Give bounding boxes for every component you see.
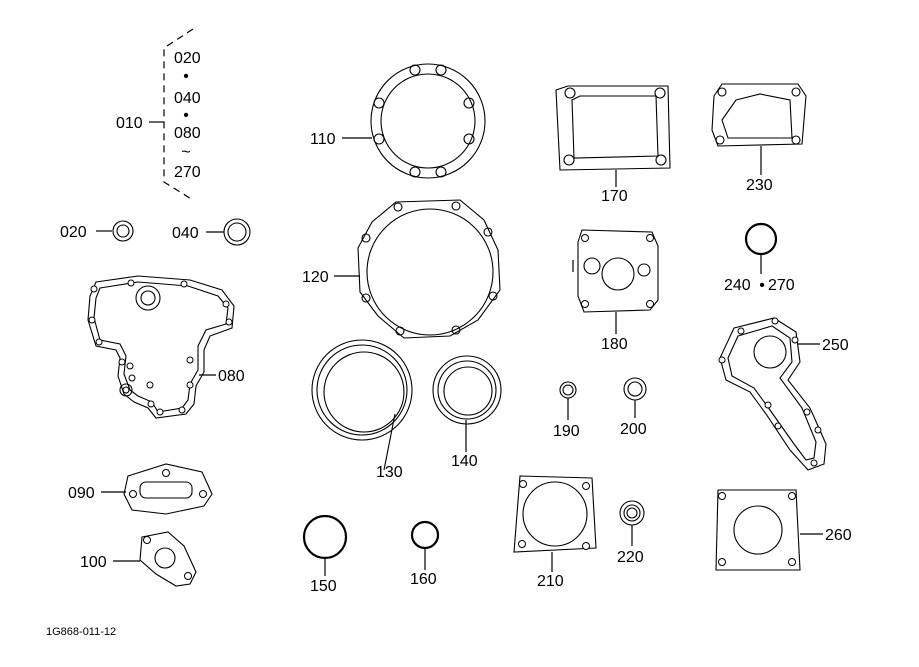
part-210-gasket: 210 [513,475,597,590]
part-110-round-gasket: 110 [310,63,486,179]
part-020-ring: 020 [60,220,134,242]
part-150-o-ring: 150 [302,514,348,595]
label-170: 170 [601,188,628,205]
label-190: 190 [553,423,580,440]
part-100-gasket: 100 [80,531,197,587]
label-010: 010 [116,115,143,132]
group-item-040: 040 [174,90,201,107]
label-250: 250 [822,337,849,354]
part-090-gasket: 090 [68,463,213,515]
part-220-seal: 220 [617,500,645,566]
label-240-270-sep: • [759,277,765,294]
part-120-housing-gasket: 120 [302,199,501,339]
label-270: 270 [768,277,795,294]
part-190-seal: 190 [553,381,580,440]
part-040-ring: 040 [172,218,251,246]
part-200-seal: 200 [620,377,647,438]
label-220: 220 [617,549,644,566]
part-160-o-ring: 160 [410,520,440,588]
label-210: 210 [537,573,564,590]
label-200: 200 [620,421,647,438]
label-180: 180 [601,336,628,353]
label-260: 260 [825,527,852,544]
label-150: 150 [310,578,337,595]
group-bracket [163,28,194,201]
part-140-oil-seal: 140 [432,355,502,470]
figure-code: 1G868-011-12 [46,626,116,638]
part-080-gear-case-gasket: 080 [87,275,245,419]
label-110: 110 [310,131,336,148]
label-020: 020 [60,224,87,241]
group-item-020: 020 [174,50,201,67]
group-sep-2: • [183,107,189,124]
group-sep-3: ~ [181,144,190,161]
part-230-gasket: 230 [711,83,807,194]
label-080: 080 [218,368,245,385]
group-item-080: 080 [174,125,201,142]
label-120: 120 [302,269,329,286]
part-130-oil-seal: 130 [311,339,413,481]
group-010: 010 020 • 040 • 080 ~ 270 [116,28,201,201]
label-040: 040 [172,225,199,242]
group-sep-1: • [183,68,189,85]
part-260-gasket: 260 [715,489,852,571]
part-180-gasket: 180 [572,229,659,353]
label-090: 090 [68,485,95,502]
part-240-270-o-ring: 240 • 270 [724,222,795,294]
label-130: 130 [376,464,403,481]
part-250-pump-gasket: 250 [718,317,849,471]
label-240: 240 [724,277,751,294]
label-160: 160 [410,571,437,588]
group-item-270: 270 [174,164,201,181]
part-170-gasket: 170 [555,85,671,205]
label-100: 100 [80,554,107,571]
label-140: 140 [451,453,478,470]
label-230: 230 [746,177,773,194]
